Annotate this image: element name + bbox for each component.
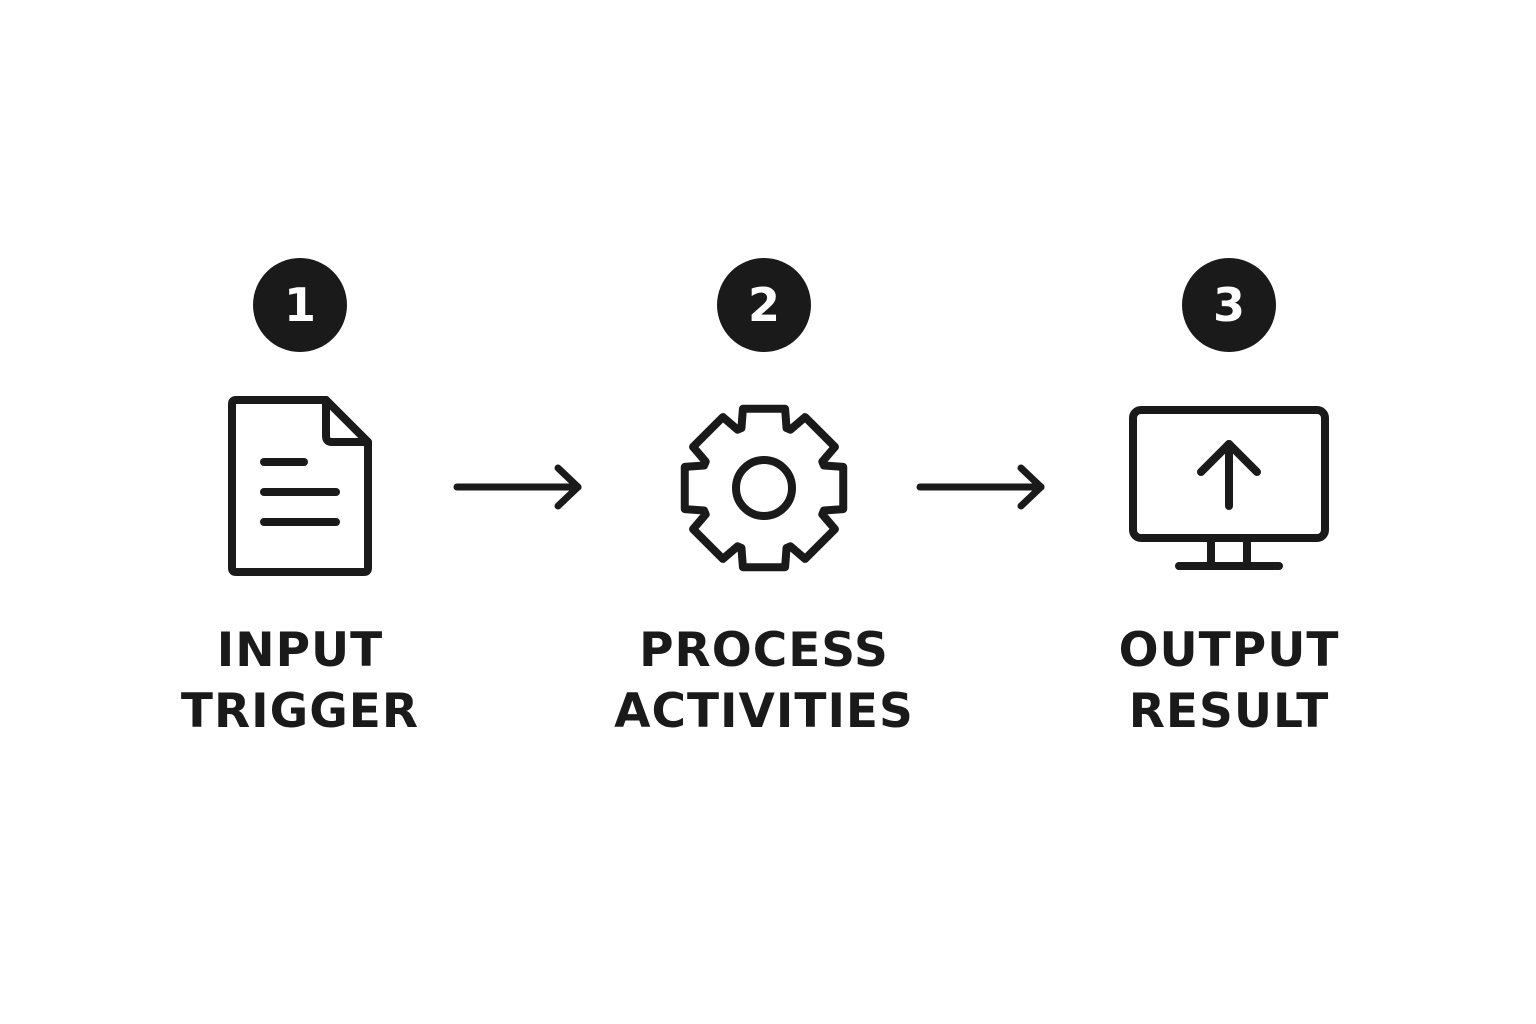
monitor-upload-icon <box>1129 396 1329 586</box>
step-label-line-1: INPUT <box>216 623 384 678</box>
step-process-activities: 2 PROCESS ACTIVITIES <box>604 258 924 758</box>
gear-icon <box>664 396 864 586</box>
step-number-badge: 2 <box>717 258 811 352</box>
step-label-line-2: RESULT <box>1128 684 1330 739</box>
step-label: INPUT TRIGGER <box>140 620 460 742</box>
step-label-line-2: ACTIVITIES <box>614 684 914 739</box>
step-label: OUTPUT RESULT <box>1069 620 1389 742</box>
flow-arrow-2-to-3 <box>915 458 1051 516</box>
step-label-line-1: PROCESS <box>639 623 889 678</box>
document-icon <box>200 396 400 586</box>
step-output-result: 3 OUTPUT RESULT <box>1069 258 1389 758</box>
step-label-line-1: OUTPUT <box>1118 623 1340 678</box>
step-number-badge: 3 <box>1182 258 1276 352</box>
flow-arrow-1-to-2 <box>452 458 588 516</box>
step-input-trigger: 1 INPUT TRIGGER <box>140 258 460 758</box>
step-label: PROCESS ACTIVITIES <box>604 620 924 742</box>
step-number-badge: 1 <box>253 258 347 352</box>
step-label-line-2: TRIGGER <box>180 684 420 739</box>
